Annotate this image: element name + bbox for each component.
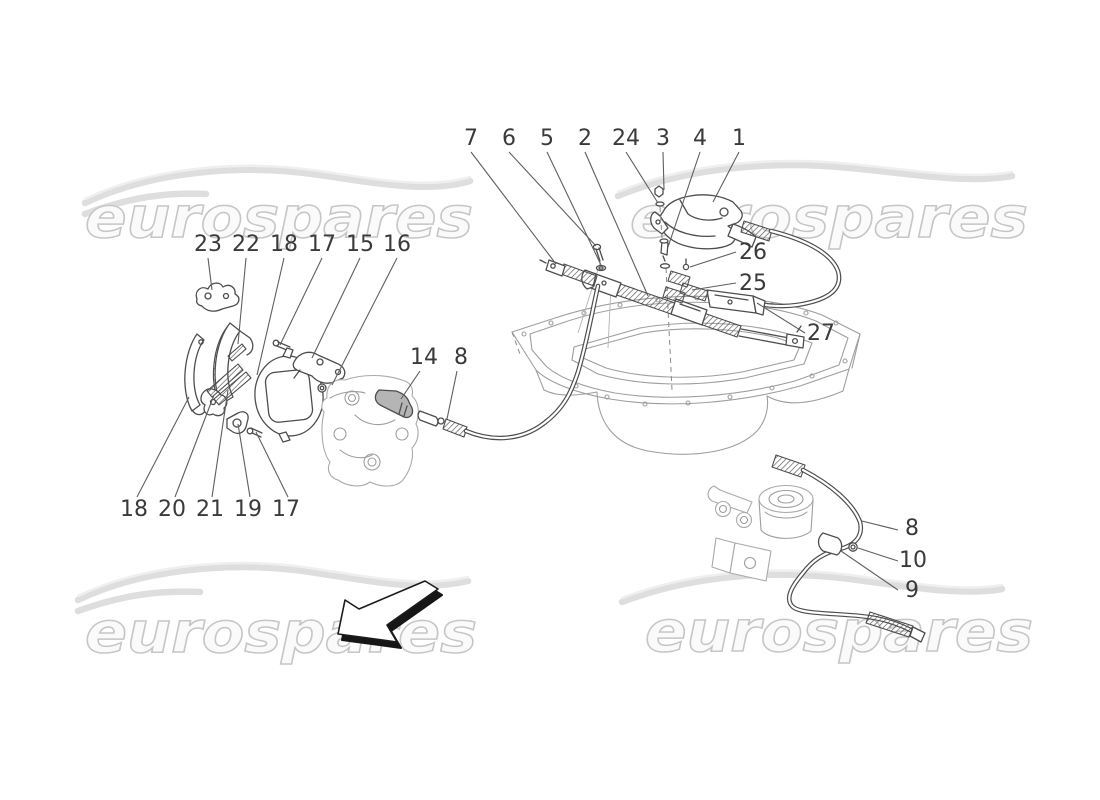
watermark-text-bottom-left: eurospares	[85, 600, 477, 666]
callout-26: 26	[739, 240, 767, 265]
rear-caliper-drawing	[707, 484, 814, 582]
callout-ul-23: 23	[194, 232, 222, 257]
clamp-nut-drawing	[848, 542, 858, 552]
cable-clamp-drawing	[817, 532, 843, 556]
watermark-swoosh-top-right	[614, 159, 1016, 200]
backing-plate-drawing	[254, 347, 346, 443]
callout-ll-17: 17	[272, 497, 300, 522]
direction-arrow-icon	[337, 580, 443, 649]
callout-labels: 7 6 5 2 24 3 4 1 23 22 18 17 15 16 26 25…	[120, 126, 927, 603]
callout-ul-16: 16	[383, 232, 411, 257]
callout-top-24: 24	[612, 126, 640, 151]
hub-carrier-drawing	[321, 374, 419, 487]
callout-25: 25	[739, 271, 767, 296]
callout-ll-19: 19	[234, 497, 262, 522]
callout-top-1: 1	[732, 126, 746, 151]
callout-14: 14	[410, 345, 438, 370]
callout-ll-20: 20	[158, 497, 186, 522]
watermark-text-top-left: eurospares	[85, 185, 473, 251]
callout-27: 27	[807, 321, 835, 346]
brake-shoes-drawing	[184, 282, 291, 438]
callout-10: 10	[899, 548, 927, 573]
callout-ul-22: 22	[232, 232, 260, 257]
watermark-swoosh-top-left	[81, 164, 474, 218]
callout-9: 9	[905, 578, 919, 603]
callout-top-7: 7	[464, 126, 478, 151]
callout-ul-18: 18	[270, 232, 298, 257]
front-cable-drawing	[374, 283, 601, 441]
equalizer-bar-drawing	[539, 258, 805, 349]
watermark-text-bottom-right: eurospares	[645, 599, 1033, 665]
handbrake-actuator-drawing	[592, 185, 842, 309]
rear-cable-drawing	[771, 454, 926, 643]
callout-ll-18: 18	[120, 497, 148, 522]
callout-top-6: 6	[502, 126, 516, 151]
callout-top-4: 4	[693, 126, 707, 151]
callout-top-2: 2	[578, 126, 592, 151]
watermark-swoosh-bottom-right	[618, 569, 1006, 606]
callout-8-rear: 8	[905, 516, 919, 541]
callout-ul-15: 15	[346, 232, 374, 257]
callout-ll-21: 21	[196, 497, 224, 522]
callout-top-3: 3	[656, 126, 670, 151]
callout-ul-17: 17	[308, 232, 336, 257]
callout-top-5: 5	[540, 126, 554, 151]
callout-8-front: 8	[454, 345, 468, 370]
leader-lines	[136, 151, 899, 591]
